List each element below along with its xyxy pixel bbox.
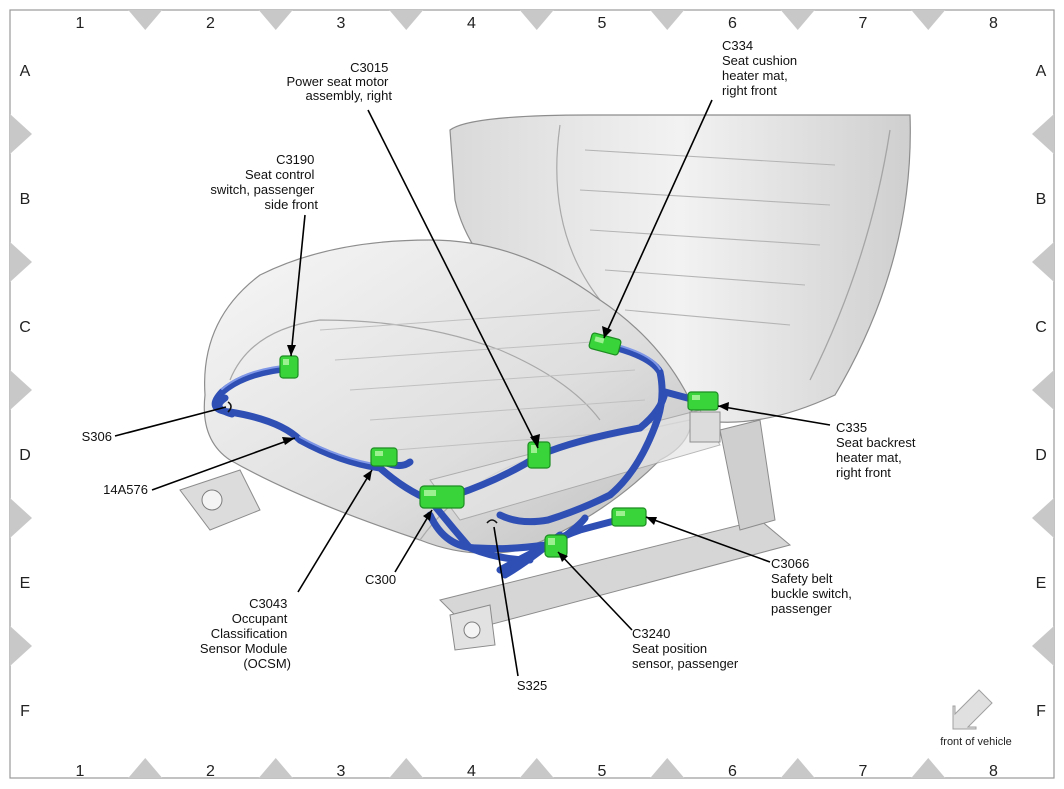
grid-row-label: D [1035, 447, 1047, 464]
border-marker [258, 758, 293, 778]
border-marker [10, 626, 32, 666]
border-marker [10, 114, 32, 154]
leader-lines [114, 99, 831, 677]
callout-c300: C300 [365, 572, 396, 587]
connector-c334 [588, 332, 622, 356]
callout-c3190: C3190 Seat control switch, passenger sid… [210, 152, 318, 212]
grid-column-label: 1 [76, 763, 85, 780]
callout-c335: C335 Seat backrest heater mat, right fro… [836, 420, 919, 480]
grid-column-label: 2 [206, 15, 215, 32]
grid-column-label: 3 [337, 763, 346, 780]
diagram-frame [9, 9, 1055, 779]
grid-row-label: C [19, 319, 31, 336]
callout-c3240: C3240 Seat position sensor, passenger [632, 626, 739, 671]
grid-row-label: B [20, 191, 31, 208]
callout-s306: S306 [82, 429, 112, 444]
border-marker [780, 758, 815, 778]
grid-column-label: 4 [467, 15, 476, 32]
arrow-down-left-icon [952, 689, 993, 730]
grid-column-label: 5 [598, 763, 607, 780]
seat-illustration [179, 114, 911, 651]
grid-column-label: 4 [467, 763, 476, 780]
border-marker [1032, 626, 1054, 666]
border-marker [258, 10, 293, 30]
grid-row-label: C [1035, 319, 1047, 336]
front-of-vehicle-indicator: front of vehicle [940, 689, 1012, 748]
callout-s325: S325 [517, 678, 547, 693]
connector-c3240 [544, 534, 568, 558]
connector-c3015 [527, 441, 551, 469]
grid-column-label: 6 [728, 763, 737, 780]
grid-row-label: F [20, 703, 30, 720]
connectors [227, 332, 721, 558]
grid-column-label: 2 [206, 763, 215, 780]
grid-column-label: 8 [989, 15, 998, 32]
border-marker [10, 242, 32, 282]
grid-column-label: 7 [859, 763, 868, 780]
splice-s325 [486, 519, 498, 524]
border-marker [10, 498, 32, 538]
callout-c3043: C3043 Occupant Classification Sensor Mod… [200, 596, 291, 671]
connector-c335 [687, 391, 721, 443]
border-marker [650, 10, 685, 30]
border-marker [1032, 114, 1054, 154]
border-marker [128, 758, 163, 778]
callout-c3015: C3015 Power seat motor assembly, right [287, 60, 393, 103]
grid-column-label: 6 [728, 15, 737, 32]
callout-c334: C334 Seat cushion heater mat, right fron… [722, 38, 801, 98]
grid-row-label: A [20, 63, 31, 80]
connector-c300 [419, 485, 465, 509]
grid-column-label: 5 [598, 15, 607, 32]
grid-row-label: E [20, 575, 31, 592]
grid-row-label: B [1036, 191, 1047, 208]
connector-c3043 [370, 447, 398, 467]
connector-c3190 [279, 355, 299, 379]
grid-row-label: A [1036, 63, 1047, 80]
border-marker [10, 370, 32, 410]
grid-row-label: D [19, 447, 31, 464]
border-marker [780, 10, 815, 30]
border-marker [1032, 498, 1054, 538]
callout-14a576: 14A576 [103, 482, 148, 497]
border-markers [10, 10, 1054, 778]
splice-s306 [227, 401, 232, 413]
front-of-vehicle-label: front of vehicle [940, 736, 1012, 748]
callout-c3066: C3066 Safety belt buckle switch, passeng… [771, 556, 856, 616]
border-marker [128, 10, 163, 30]
connector-c3066 [611, 507, 647, 527]
grid-row-label: F [1036, 703, 1046, 720]
border-marker [389, 758, 424, 778]
border-marker [911, 758, 946, 778]
border-marker [389, 10, 424, 30]
border-marker [1032, 242, 1054, 282]
grid-column-label: 8 [989, 763, 998, 780]
grid-column-label: 7 [859, 15, 868, 32]
border-marker [911, 10, 946, 30]
grid-column-label: 1 [76, 15, 85, 32]
border-marker [650, 758, 685, 778]
border-marker [519, 758, 554, 778]
grid-row-label: E [1036, 575, 1047, 592]
callout-labels: C3015 Power seat motor assembly, right C… [82, 38, 919, 693]
grid-column-label: 3 [337, 15, 346, 32]
border-marker [519, 10, 554, 30]
border-marker [1032, 370, 1054, 410]
